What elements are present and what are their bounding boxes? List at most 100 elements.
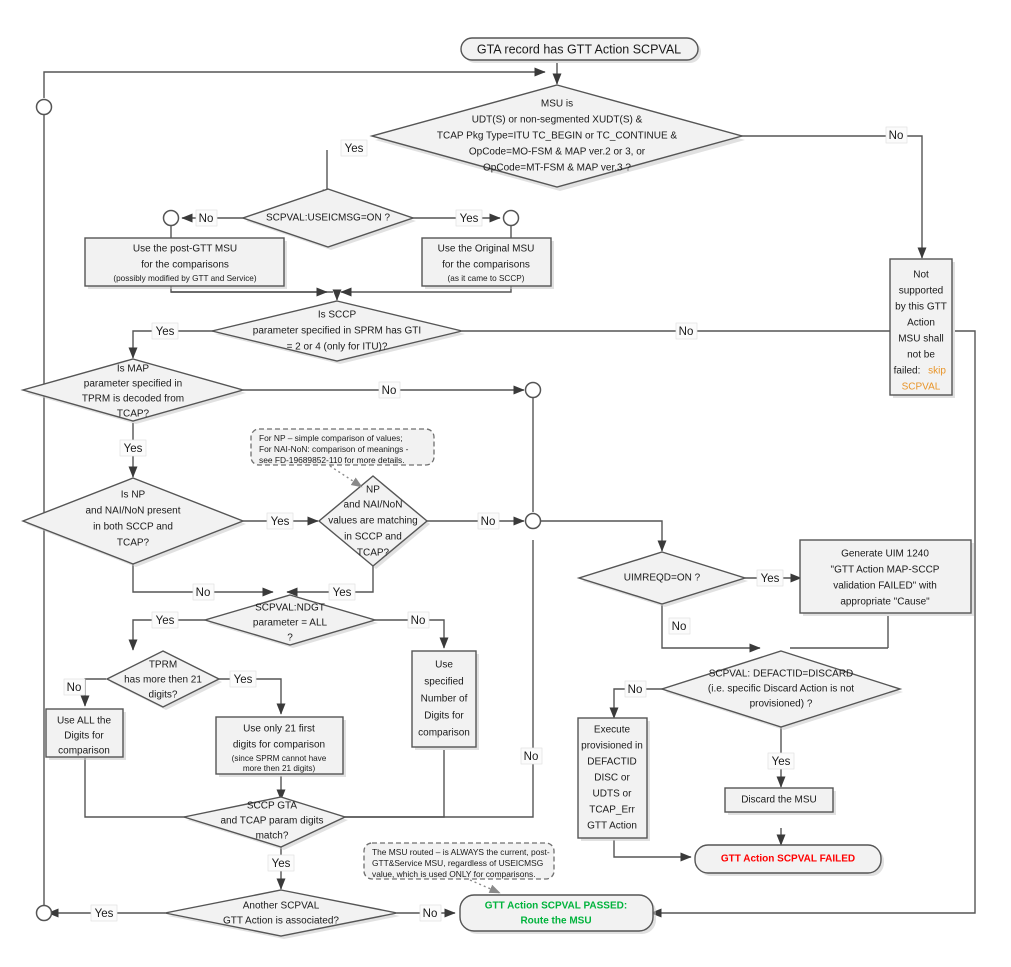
node-gta-match[interactable]: SCCP GTA and TCAP param digits match? <box>183 796 348 850</box>
node-not-supported-line-5: not be <box>907 350 935 361</box>
connector-left-bottom <box>35 904 53 922</box>
node-np-matching-line-3: in SCCP and <box>344 532 402 543</box>
node-another-scpval[interactable]: Another SCPVAL GTT Action is associated? <box>164 889 400 939</box>
svg-text:Yes: Yes <box>345 143 364 155</box>
svg-text:No: No <box>67 682 82 694</box>
node-execute-defactid-line-5: TCAP_Err <box>589 805 635 816</box>
node-map-tcap-line-0: Is MAP <box>117 364 150 375</box>
svg-text:Yes: Yes <box>772 756 791 768</box>
node-np-matching-line-0: NP <box>366 485 380 496</box>
node-execute-defactid-line-2: DEFACTID <box>587 757 636 768</box>
node-msu-is[interactable]: MSU is UDT(S) or non-segmented XUDT(S) &… <box>369 84 745 191</box>
node-failed-label: GTT Action SCPVAL FAILED <box>721 854 855 865</box>
node-np-matching[interactable]: NP and NAI/NoN values are matching in SC… <box>317 475 430 569</box>
node-not-supported-scpval: SCPVAL <box>902 382 941 393</box>
svg-text:No: No <box>382 385 397 397</box>
node-msu-is-line-1: UDT(S) or non-segmented XUDT(S) & <box>472 115 643 126</box>
node-defactid[interactable]: SCPVAL: DEFACTID=DISCARD (i.e. specific … <box>659 650 903 730</box>
node-use-specified-digits-line-4: comparison <box>418 728 470 739</box>
edge-label-np-present-yes: Yes <box>266 512 294 530</box>
connector-useicmsg-no <box>162 209 180 227</box>
node-tprm21-line-0: TPRM <box>149 660 177 671</box>
node-another-scpval-line-1: GTT Action is associated? <box>223 916 339 927</box>
node-ndgt[interactable]: SCPVAL:NDGT parameter = ALL ? <box>202 594 378 648</box>
node-not-supported-line-3: Action <box>907 318 935 329</box>
edge-label-map-tcap-no: No <box>378 381 401 399</box>
svg-text:Yes: Yes <box>271 516 290 528</box>
svg-text:No: No <box>524 751 539 763</box>
edge-label-uimreqd-yes: Yes <box>756 569 784 587</box>
svg-text:Yes: Yes <box>95 908 114 920</box>
node-passed[interactable]: GTT Action SCPVAL PASSED: Route the MSU <box>459 894 656 934</box>
node-useicmsg-label: SCPVAL:USEICMSG=ON ? <box>266 213 390 224</box>
connectors <box>35 98 542 922</box>
node-use-specified-digits[interactable]: Use specified Number of Digits for compa… <box>411 650 479 750</box>
node-generate-uim[interactable]: Generate UIM 1240 "GTT Action MAP-SCCP v… <box>799 539 974 616</box>
edge-label-ndgt-yes: Yes <box>151 611 179 629</box>
node-np-matching-line-4: TCAP? <box>357 548 390 559</box>
node-not-supported-line-0: Not <box>913 270 929 281</box>
node-discard-msu[interactable]: Discard the MSU <box>724 787 836 815</box>
svg-text:Yes: Yes <box>761 573 780 585</box>
node-uimreqd[interactable]: UIMREQD=ON ? <box>576 551 748 607</box>
svg-text:No: No <box>481 516 496 528</box>
edge-label-np-present-no: No <box>192 583 215 601</box>
edge-label-defactid-no: No <box>624 680 647 698</box>
node-post-gtt-msu-sub: (possibly modified by GTT and Service) <box>113 274 256 283</box>
node-start-label: GTA record has GTT Action SCPVAL <box>477 42 681 56</box>
node-another-scpval-line-0: Another SCPVAL <box>243 901 320 912</box>
svg-text:No: No <box>199 213 214 225</box>
node-original-msu[interactable]: Use the Original MSU for the comparisons… <box>421 237 554 289</box>
node-useicmsg[interactable]: SCPVAL:USEICMSG=ON ? <box>240 188 416 250</box>
node-np-present-line-0: Is NP <box>121 490 146 501</box>
svg-text:No: No <box>679 326 694 338</box>
node-msu-is-line-3: OpCode=MO-FSM & MAP ver.2 or 3, or <box>469 147 646 158</box>
edge-labels: No Yes No Yes Yes No No Yes <box>63 126 908 922</box>
connector-np-merge <box>524 512 542 530</box>
node-failed[interactable]: GTT Action SCPVAL FAILED <box>694 844 884 876</box>
node-gta-match-line-1: and TCAP param digits <box>220 816 323 827</box>
node-ndgt-line-1: parameter = ALL <box>253 618 328 629</box>
note-np-line-0: For NP – simple comparison of values; <box>259 433 403 443</box>
edge-label-defactid-yes: Yes <box>767 752 795 770</box>
node-execute-defactid-line-4: UDTS or <box>593 789 633 800</box>
node-use-specified-digits-line-0: Use <box>435 660 453 671</box>
edge-label-another-yes: Yes <box>90 904 118 922</box>
node-msu-is-line-2: TCAP Pkg Type=ITU TC_BEGIN or TC_CONTINU… <box>437 131 677 142</box>
node-discard-msu-label: Discard the MSU <box>741 795 817 806</box>
node-msu-is-line-4: OpCode=MT-FSM & MAP ver.3 ? <box>483 163 631 174</box>
node-generate-uim-line-1: "GTT Action MAP-SCCP <box>831 565 940 576</box>
node-np-present[interactable]: Is NP and NAI/NoN present in both SCCP a… <box>21 477 246 567</box>
node-not-supported-skip: skip <box>928 366 946 377</box>
edge-label-tprm21-no: No <box>63 678 86 696</box>
node-sccp-gti[interactable]: Is SCCP parameter specified in SPRM has … <box>211 300 465 364</box>
node-use-specified-digits-line-1: specified <box>424 677 463 688</box>
node-generate-uim-line-0: Generate UIM 1240 <box>841 549 929 560</box>
node-use-21-digits-line-0: Use only 21 first <box>243 724 315 735</box>
node-map-tcap[interactable]: Is MAP parameter specified in TPRM is de… <box>20 358 246 424</box>
node-tprm21[interactable]: TPRM has more then 21 digits? <box>105 650 222 710</box>
connector-map-no <box>524 381 542 399</box>
edge-label-ndgt-no: No <box>407 611 430 629</box>
edge-label-np-matching-no: No <box>477 512 500 530</box>
note-np-line-2: see FD-19689852-110 for more details. <box>259 455 405 465</box>
svg-text:Yes: Yes <box>234 674 253 686</box>
node-post-gtt-msu[interactable]: Use the post-GTT MSU for the comparisons… <box>84 237 287 289</box>
node-not-supported[interactable]: Not supported by this GTT Action MSU sha… <box>889 258 955 398</box>
node-use-21-digits[interactable]: Use only 21 first digits for comparison … <box>215 716 346 777</box>
node-use-all-digits-line-2: comparison <box>58 746 110 757</box>
node-generate-uim-line-3: appropriate "Cause" <box>840 597 930 608</box>
node-np-present-line-2: in both SCCP and <box>93 522 173 533</box>
note-routed-line-0: The MSU routed – is ALWAYS the current, … <box>372 847 550 857</box>
node-use-specified-digits-line-3: Digits for <box>424 711 464 722</box>
node-start[interactable]: GTA record has GTT Action SCPVAL <box>460 37 701 63</box>
node-defactid-line-0: SCPVAL: DEFACTID=DISCARD <box>709 669 854 680</box>
connector-left-top <box>35 98 53 116</box>
edge-label-sccp-gti-no: No <box>675 322 698 340</box>
node-use-all-digits[interactable]: Use ALL the Digits for comparison <box>45 708 126 760</box>
node-execute-defactid[interactable]: Execute provisioned in DEFACTID DISC or … <box>577 717 650 841</box>
svg-text:Yes: Yes <box>156 615 175 627</box>
edge-label-msu-is-yes: Yes <box>340 139 368 157</box>
svg-text:No: No <box>196 587 211 599</box>
